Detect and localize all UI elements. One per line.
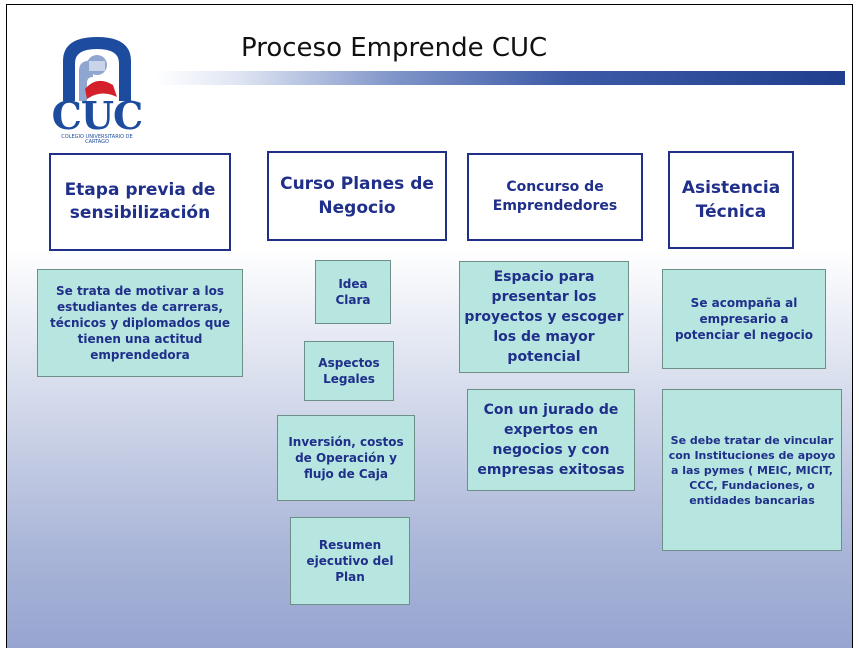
heading-asistencia-tecnica: Asistencia Técnica	[668, 151, 794, 249]
note-inversion-costos: Inversión, costos de Operación y flujo d…	[277, 415, 415, 501]
heading-curso-planes: Curso Planes de Negocio	[267, 151, 447, 241]
slide: CUC COLEGIO UNIVERSITARIO DE CARTAGO Pro…	[6, 4, 853, 648]
note-espacio-proyectos-text: Espacio para presentar los proyectos y e…	[464, 269, 624, 365]
note-idea-clara-text: Idea Clara	[335, 277, 371, 307]
note-aspectos-legales: Aspectos Legales	[304, 341, 394, 401]
note-motivar-estudiantes-text: Se trata de motivar a los estudiantes de…	[50, 284, 230, 362]
note-espacio-proyectos: Espacio para presentar los proyectos y e…	[459, 261, 629, 373]
heading-etapa-previa-label: Etapa previa de sensibilización	[64, 180, 216, 223]
heading-concurso: Concurso de Emprendedores	[467, 153, 643, 241]
note-resumen-ejecutivo: Resumen ejecutivo del Plan	[290, 517, 410, 605]
note-inversion-costos-text: Inversión, costos de Operación y flujo d…	[288, 435, 404, 481]
logo-text: CUC	[51, 93, 144, 138]
heading-etapa-previa: Etapa previa de sensibilización	[49, 153, 231, 251]
page-title: Proceso Emprende CUC	[241, 33, 548, 63]
note-vincular-instituciones: Se debe tratar de vincular con Instituci…	[662, 389, 842, 551]
note-idea-clara: Idea Clara	[315, 260, 391, 324]
title-underline-bar	[155, 71, 845, 85]
logo-caption: COLEGIO UNIVERSITARIO DE CARTAGO	[61, 134, 133, 145]
note-motivar-estudiantes: Se trata de motivar a los estudiantes de…	[37, 269, 243, 377]
note-acompana-empresario: Se acompaña al empresario a potenciar el…	[662, 269, 826, 369]
note-acompana-empresario-text: Se acompaña al empresario a potenciar el…	[674, 296, 814, 342]
note-resumen-ejecutivo-text: Resumen ejecutivo del Plan	[306, 538, 394, 584]
note-jurado-expertos-text: Con un jurado de expertos en negocios y …	[477, 402, 625, 478]
note-jurado-expertos: Con un jurado de expertos en negocios y …	[467, 389, 635, 491]
cuc-logo: CUC COLEGIO UNIVERSITARIO DE CARTAGO	[45, 31, 149, 149]
heading-curso-planes-label: Curso Planes de Negocio	[280, 174, 434, 218]
heading-asistencia-tecnica-label: Asistencia Técnica	[681, 178, 781, 222]
note-aspectos-legales-text: Aspectos Legales	[318, 356, 380, 386]
logo-emblem-icon	[63, 37, 131, 101]
heading-concurso-label: Concurso de Emprendedores	[492, 179, 618, 214]
note-vincular-instituciones-text: Se debe tratar de vincular con Instituci…	[668, 433, 836, 507]
